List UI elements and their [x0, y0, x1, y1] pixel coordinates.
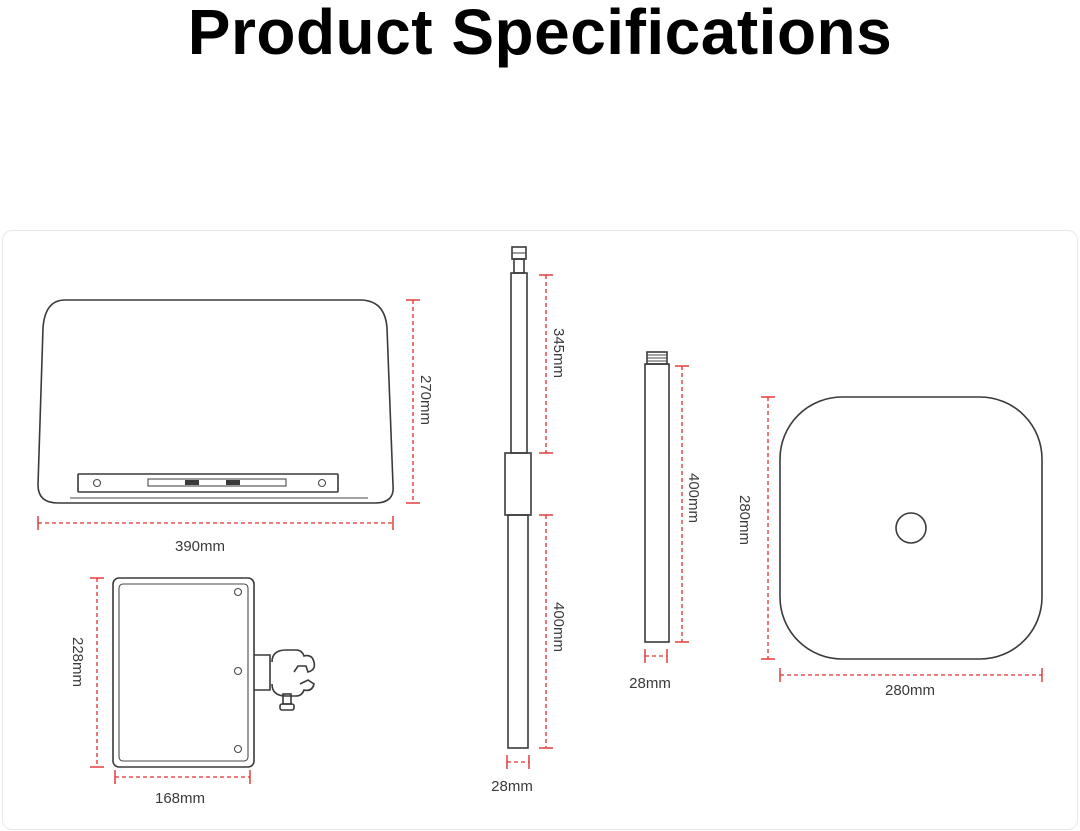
- base-width-label: 280mm: [885, 682, 935, 699]
- pole-diameter-label: 28mm: [491, 778, 533, 795]
- laptop-tray: [37, 299, 394, 504]
- diagram-panel: [2, 230, 1078, 830]
- tray-width-label: 390mm: [175, 538, 225, 555]
- telescopic-pole: [504, 246, 532, 749]
- extension-length-label: 400mm: [685, 473, 702, 523]
- base-width-dimension: [779, 668, 1043, 682]
- extension-diameter-label: 28mm: [629, 675, 671, 692]
- pole-upper-dimension: [539, 274, 553, 454]
- tray-height-dimension: [406, 299, 420, 504]
- mouse-pad-height-dimension: [90, 577, 104, 768]
- pole-upper-label: 345mm: [550, 328, 567, 378]
- mouse-pad-width-dimension: [114, 770, 251, 784]
- base-height-label: 280mm: [736, 495, 753, 545]
- pole-diameter-dimension: [506, 755, 530, 769]
- pole-lower-label: 400mm: [550, 602, 567, 652]
- mouse-pad-height-label: 228mm: [69, 637, 86, 687]
- base-height-dimension: [761, 396, 775, 660]
- extension-diameter-dimension: [644, 649, 668, 663]
- tray-width-dimension: [37, 516, 394, 530]
- page-title: Product Specifications: [187, 0, 893, 68]
- extension-length-dimension: [675, 365, 689, 643]
- tray-height-label: 270mm: [417, 375, 434, 425]
- base-plate: [779, 396, 1043, 660]
- extension-rod: [644, 351, 670, 643]
- pole-lower-dimension: [539, 514, 553, 749]
- mouse-pad-width-label: 168mm: [155, 790, 205, 807]
- mouse-pad: [112, 577, 316, 768]
